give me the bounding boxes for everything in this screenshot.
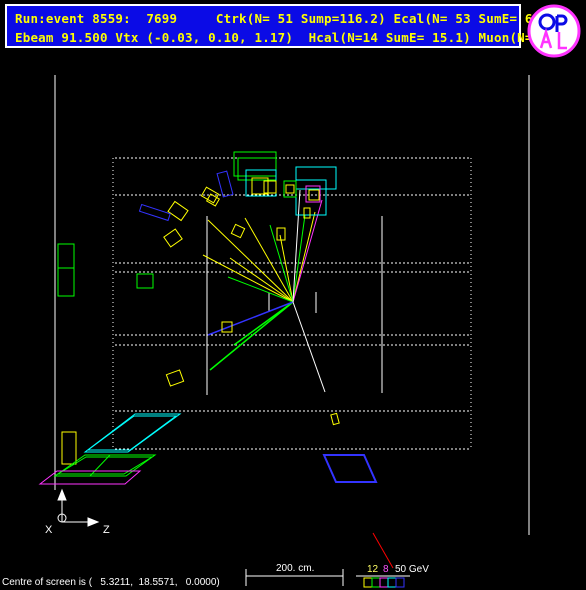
hcal-towers	[38, 243, 378, 485]
scale-bar	[245, 569, 344, 586]
scale-label: 200. cm.	[276, 563, 315, 574]
detector-outline	[54, 75, 530, 535]
event-info-line-1: Run:event 8559: 7699 Ctrk(N= 51 Sump=116…	[15, 11, 564, 26]
legend-label-b: 8	[383, 564, 389, 575]
energy-legend	[356, 532, 410, 588]
ecal-clusters	[138, 151, 340, 426]
legend-label-a: 12	[367, 564, 379, 575]
axis-indicator	[57, 488, 100, 527]
centre-of-screen-readout: Centre of screen is ( 5.3211, 18.5571, 0…	[2, 577, 220, 588]
opal-logo-icon	[527, 4, 581, 58]
axis-x-label: X	[45, 524, 53, 536]
event-info-header: Run:event 8559: 7699 Ctrk(N= 51 Sump=116…	[5, 4, 563, 48]
tracks	[202, 189, 326, 393]
legend-label-energy: 50 GeV	[395, 564, 429, 575]
axis-z-label: Z	[103, 524, 110, 536]
